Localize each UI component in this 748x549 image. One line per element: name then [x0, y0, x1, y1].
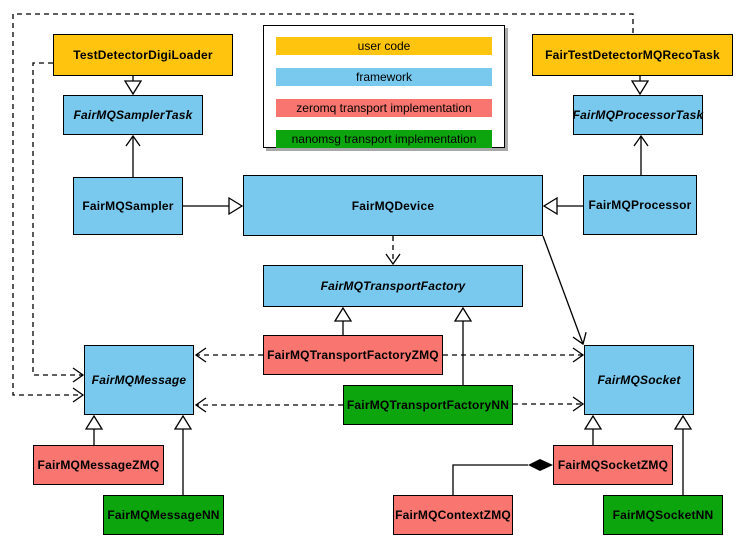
class-box-fairtestdetectormqrecotask: FairTestDetectorMQRecoTask	[532, 34, 733, 76]
class-label: FairMQSampler	[82, 199, 174, 213]
class-label: FairMQSamplerTask	[73, 108, 193, 122]
class-label: FairMQSocketZMQ	[557, 458, 669, 472]
class-label: FairMQContextZMQ	[395, 508, 511, 522]
class-label: FairMQProcessorTask	[572, 108, 704, 122]
legend-item-user-code: user code	[276, 37, 492, 55]
class-label: FairMQSocket	[597, 373, 681, 387]
class-label: FairTestDetectorMQRecoTask	[545, 48, 720, 62]
class-label: TestDetectorDigiLoader	[73, 48, 213, 62]
class-label: FairMQMessageNN	[107, 508, 220, 522]
class-label: FairMQSocketNN	[612, 508, 714, 522]
legend-label-framework: framework	[355, 70, 412, 84]
class-box-testdetectordigiloader: TestDetectorDigiLoader	[53, 34, 233, 76]
class-box-fairmqsamplertask: FairMQSamplerTask	[63, 95, 203, 135]
class-box-fairmqsocket: FairMQSocket	[584, 345, 694, 415]
edge-device-uses-socket	[542, 235, 587, 346]
class-label: FairMQMessage	[91, 373, 187, 387]
class-box-fairmqdevice: FairMQDevice	[243, 175, 543, 236]
legend-item-zeromq: zeromq transport implementation	[276, 99, 492, 117]
class-label: FairMQDevice	[351, 198, 435, 213]
class-label: FairMQTransportFactoryZMQ	[267, 348, 439, 362]
legend-label-nanomsg: nanomsg transport implementation	[291, 132, 477, 146]
class-label: FairMQTransportFactory	[320, 279, 466, 293]
class-label: FairMQMessageZMQ	[37, 458, 160, 472]
class-box-fairmqprocessortask: FairMQProcessorTask	[573, 95, 703, 135]
edge-socketzmq-composes-contextzmq	[452, 464, 528, 495]
class-box-fairmqtransportfactory: FairMQTransportFactory	[263, 265, 523, 307]
class-box-fairmqtransportfactoryzmq: FairMQTransportFactoryZMQ	[263, 335, 443, 375]
legend-item-nanomsg: nanomsg transport implementation	[276, 130, 492, 148]
legend-item-framework: framework	[276, 68, 492, 86]
legend-label-user-code: user code	[357, 39, 411, 53]
legend-label-zeromq: zeromq transport implementation	[296, 101, 472, 115]
composition-diamond	[528, 459, 553, 471]
class-box-fairmqsampler: FairMQSampler	[73, 177, 183, 235]
class-label: FairMQTransportFactoryNN	[346, 398, 510, 412]
class-box-fairmqprocessor: FairMQProcessor	[583, 175, 697, 235]
class-box-fairmqmessage: FairMQMessage	[84, 345, 194, 415]
class-box-fairmqmessagezmq: FairMQMessageZMQ	[33, 445, 164, 485]
class-box-fairmqcontextzmq: FairMQContextZMQ	[393, 495, 513, 535]
class-label: FairMQProcessor	[588, 198, 692, 212]
legend-box: user code framework zeromq transport imp…	[263, 25, 505, 148]
class-box-fairmqtransportfactorynn: FairMQTransportFactoryNN	[343, 385, 513, 425]
class-box-fairmqsocketzmq: FairMQSocketZMQ	[553, 445, 673, 485]
class-box-fairmqmessagenn: FairMQMessageNN	[103, 495, 224, 535]
class-box-fairmqsocketnn: FairMQSocketNN	[603, 495, 723, 535]
